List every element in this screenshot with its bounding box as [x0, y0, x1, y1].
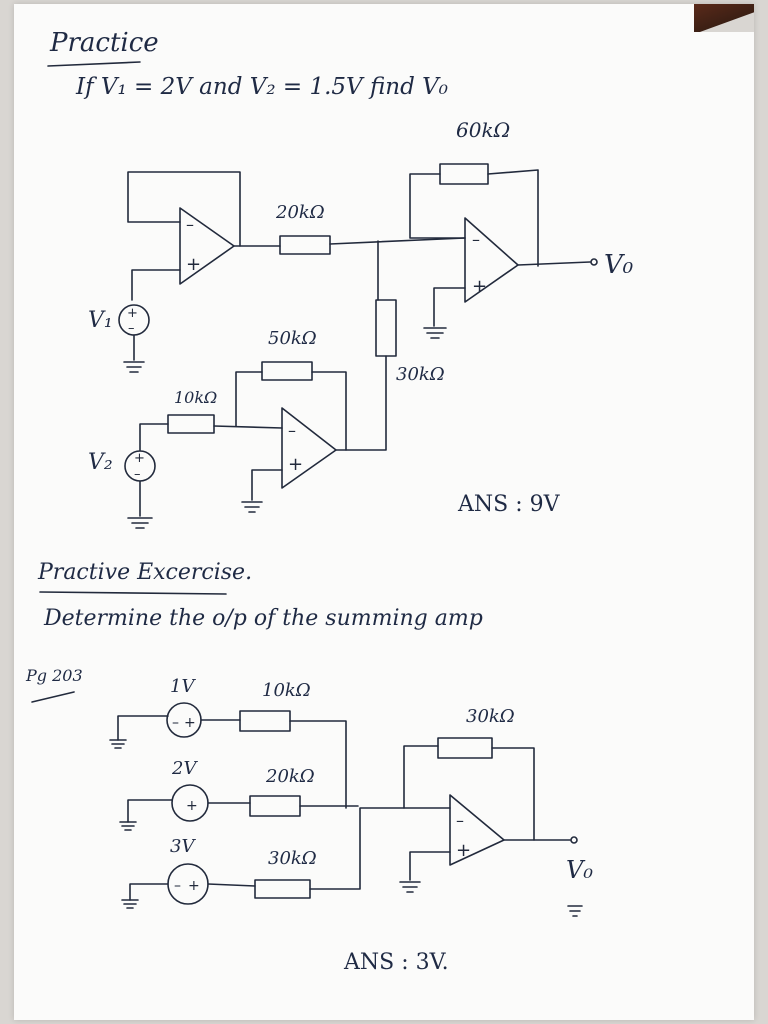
opamp3-ground [423, 287, 466, 339]
opamp1-input-wire [131, 269, 181, 301]
svg-text:+: + [127, 306, 138, 321]
opamp3-feedback-right [487, 169, 539, 267]
label-60k: 60kΩ [456, 118, 511, 142]
svg-text:+: + [188, 878, 200, 894]
output-node-2 [570, 836, 578, 844]
resistor-10k [167, 414, 215, 434]
bus-wire-3 [309, 807, 405, 890]
notebook-page [14, 4, 754, 1020]
svg-text:–: – [288, 421, 296, 440]
opamp1-feedback-wire [127, 171, 241, 247]
summing-ground [399, 851, 451, 893]
label-v1: V₁ [88, 308, 113, 333]
summing-feedback-right [491, 747, 535, 841]
opamp-3 [464, 217, 519, 303]
wire-node [329, 237, 466, 245]
svg-text:+: + [134, 451, 145, 466]
label-10k: 10kΩ [174, 388, 218, 407]
src1-ground-wire [117, 715, 169, 741]
svg-text:+: + [184, 715, 196, 731]
resistor-30k-2 [254, 879, 311, 899]
section1-heading: Practice [50, 28, 159, 58]
section2-heading: Practive Excercise. [38, 560, 253, 585]
label-30k-2: 30kΩ [268, 848, 317, 869]
label-1v: 1V [170, 676, 195, 697]
svg-text:+: + [288, 454, 303, 475]
label-20k: 20kΩ [276, 202, 325, 223]
label-vo-2: V₀ [566, 856, 593, 884]
v2-ground [127, 480, 153, 529]
label-10k-2: 10kΩ [262, 680, 311, 701]
label-2v: 2V [172, 758, 197, 779]
svg-text:–: – [456, 811, 464, 830]
svg-text:+: + [456, 840, 471, 861]
bus-wire-1 [289, 720, 347, 809]
svg-text:–: – [128, 321, 135, 336]
resistor-30k-shunt [375, 299, 397, 357]
label-v2: V₂ [88, 450, 113, 475]
svg-text:–: – [174, 878, 181, 894]
output-node-1 [590, 258, 598, 266]
pageref-underline [31, 691, 75, 703]
opamp2-ground [241, 469, 283, 513]
label-30k-feedback: 30kΩ [466, 706, 515, 727]
resistor-10k-2 [239, 710, 291, 732]
table-edge [694, 4, 754, 32]
section1-problem: If V₁ = 2V and V₂ = 1.5V find V₀ [76, 74, 448, 100]
answer-2: ANS : 3V. [344, 950, 449, 975]
resistor-30k-feedback [437, 737, 493, 759]
answer-1: ANS : 9V [458, 492, 560, 517]
opamp-1 [179, 207, 235, 285]
resistor-50k [261, 361, 313, 381]
svg-text:+: + [186, 798, 198, 814]
src2-ground-wire [127, 799, 173, 823]
output-wire-1 [517, 261, 591, 266]
wire-shunt-bottom [335, 355, 387, 451]
svg-text:–: – [134, 467, 141, 482]
opamp-2 [281, 407, 337, 489]
summing-feedback-left [403, 745, 451, 809]
svg-text:–: – [472, 230, 480, 249]
label-vo-1: V₀ [604, 250, 634, 280]
opamp2-feedback-right [311, 371, 347, 451]
svg-text:+: + [472, 276, 487, 297]
wire-10k-out [213, 425, 283, 429]
opamp1-plus: + [186, 254, 201, 275]
page-ref: Pg 203 [26, 666, 83, 685]
vo-ground-symbol [567, 905, 583, 917]
heading-underline [47, 61, 141, 67]
v1-ground [123, 334, 145, 373]
v2-wire [139, 423, 169, 451]
opamp-summing [449, 794, 505, 866]
resistor-20k-2 [249, 795, 301, 817]
opamp3-feedback-left [409, 173, 466, 239]
label-20k-2: 20kΩ [266, 766, 315, 787]
label-50k: 50kΩ [268, 328, 317, 349]
label-30k-shunt: 30kΩ [396, 364, 445, 385]
svg-text:–: – [172, 715, 179, 731]
opamp2-feedback-left [235, 371, 263, 427]
opamp1-minus: – [186, 215, 194, 234]
resistor-60k [439, 163, 489, 185]
resistor-20k [279, 235, 331, 255]
heading2-underline [39, 591, 227, 595]
label-3v: 3V [170, 836, 195, 857]
section2-problem: Determine the o/p of the summing amp [44, 606, 483, 631]
src3-ground-wire [129, 883, 169, 901]
